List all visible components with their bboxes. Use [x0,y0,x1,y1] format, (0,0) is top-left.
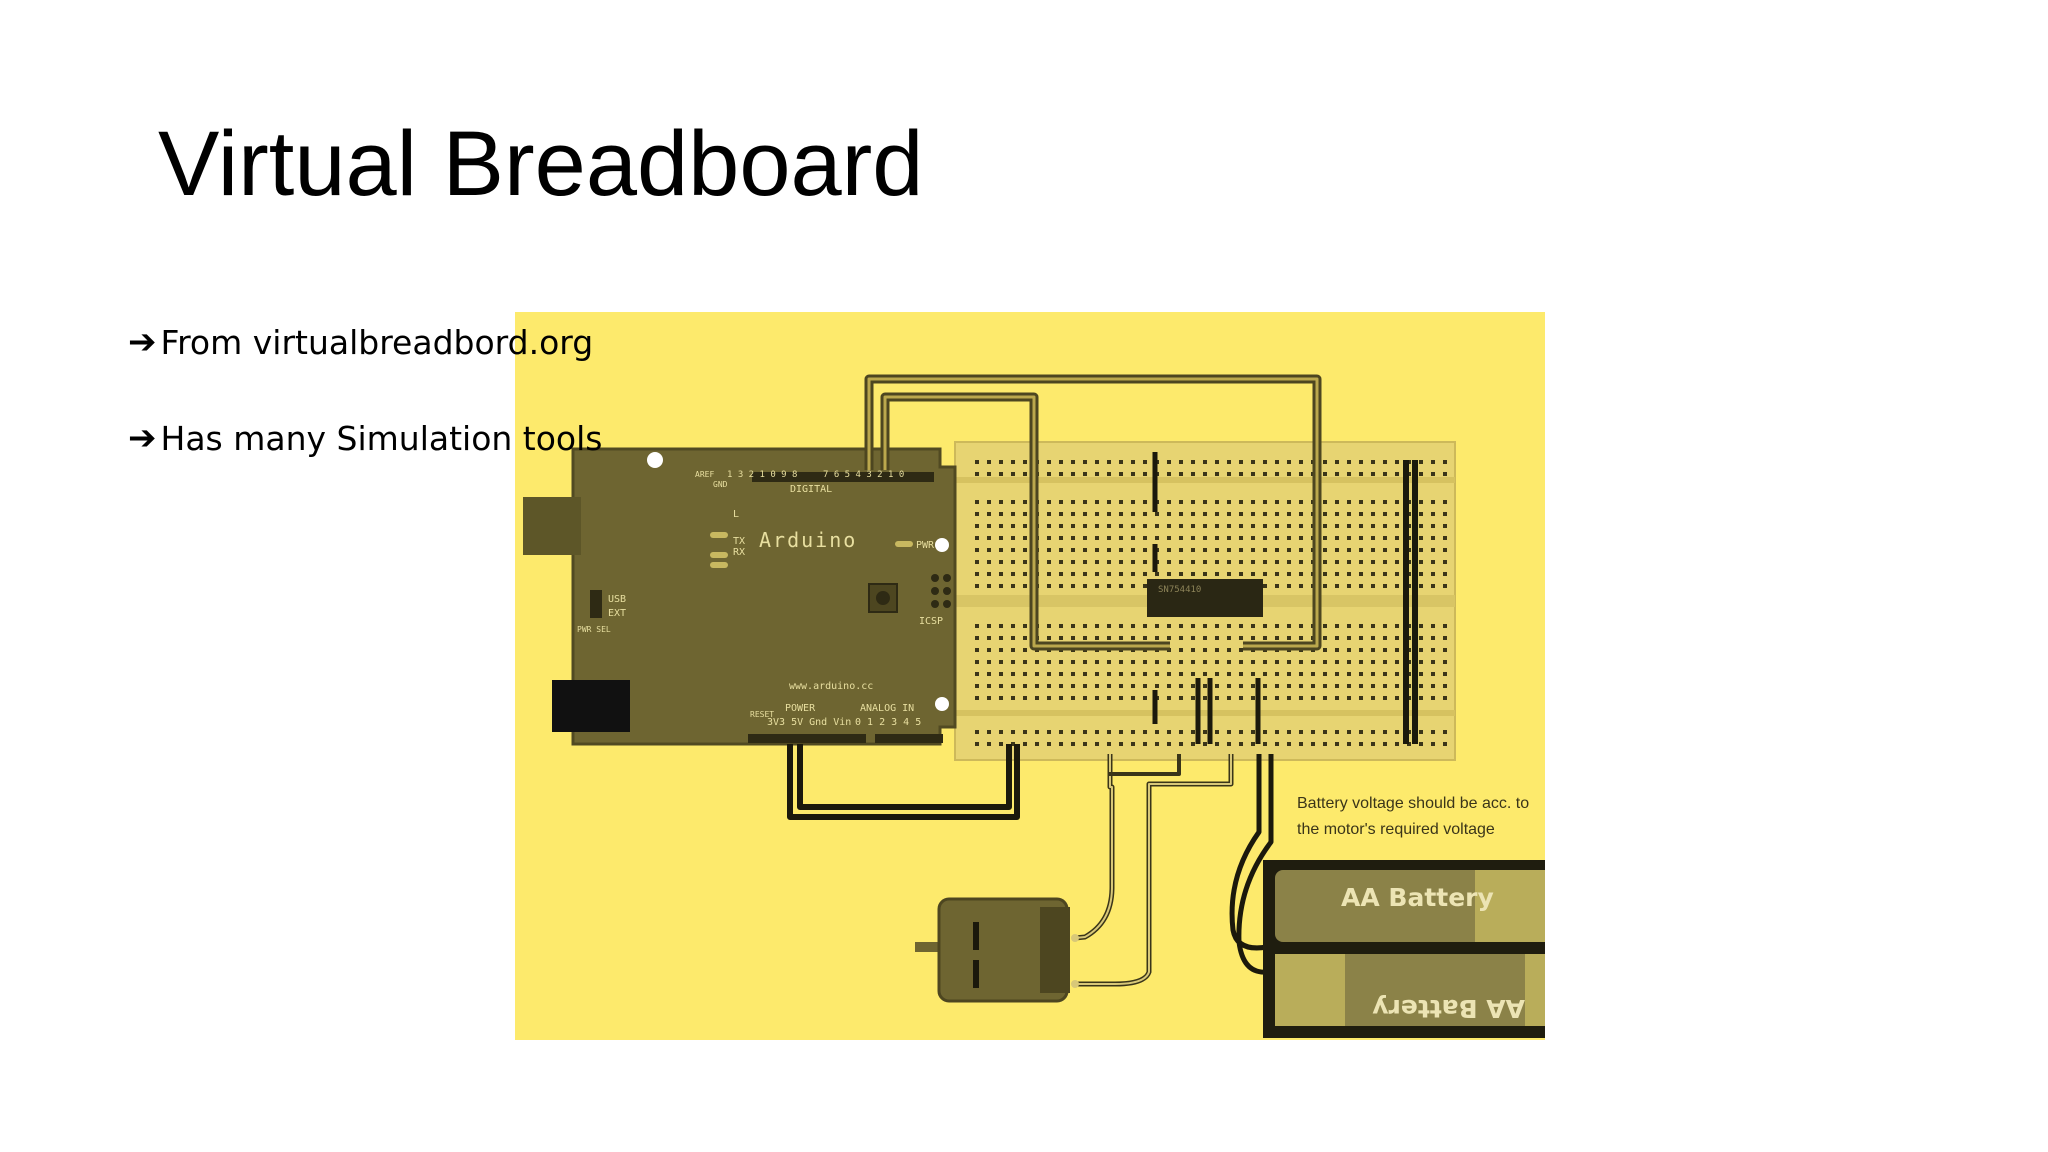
led-tx-label: TX [733,536,745,547]
wires [787,374,1418,987]
breadboard-circuit-image: Arduino www.arduino.cc DIGITAL 1 3 2 1 0… [515,312,1545,1040]
arduino-brand-label: Arduino [759,528,857,552]
ext-label: EXT [608,608,626,619]
arduino-url-label: www.arduino.cc [789,681,873,692]
digital-label: DIGITAL [790,484,832,495]
pwr-label: PWR [916,540,935,551]
dc-motor-icon [915,897,1079,1003]
bullet-item: ➔ From virtualbreadbord.org [128,322,593,362]
bullet-text: From virtualbreadbord.org [160,322,594,362]
analog-pins-label: 0 1 2 3 4 5 [855,717,921,728]
bullet-item: ➔ Has many Simulation tools [128,418,602,458]
ic-chip [1147,579,1263,617]
analog-label: ANALOG IN [860,703,914,714]
icsp-label: ICSP [919,616,943,627]
led-rx-label: RX [733,547,745,558]
battery-bottom-label: AA Battery [1372,994,1525,1023]
arrow-right-icon: ➔ [128,418,157,458]
power-pins-label: 3V3 5V Gnd Vin [767,717,851,728]
battery-note-line1: Battery voltage should be acc. to [1297,795,1529,812]
aref-label: AREF [695,470,714,479]
power-jack [552,680,630,732]
bullet-text: Has many Simulation tools [160,418,603,458]
usb-label: USB [608,594,626,605]
ic-chip-label: SN754410 [1158,585,1201,595]
digital-pins-low: 7 6 5 4 3 2 1 0 [823,470,904,480]
led-l-label: L [733,509,739,520]
reset-label: RESET [750,710,774,719]
digital-pins-high: 1 3 2 1 0 9 8 [727,470,797,480]
battery-top-label: AA Battery [1341,883,1494,912]
pwr-sel-label: PWR SEL [577,625,611,634]
arrow-right-icon: ➔ [128,322,157,362]
arduino-board [523,447,957,746]
battery-pack [1263,860,1545,1038]
usb-connector [523,497,581,555]
battery-note-line2: the motor's required voltage [1297,821,1495,838]
slide-title: Virtual Breadboard [158,113,924,215]
gnd-label: GND [713,480,728,489]
power-label: POWER [785,703,816,714]
